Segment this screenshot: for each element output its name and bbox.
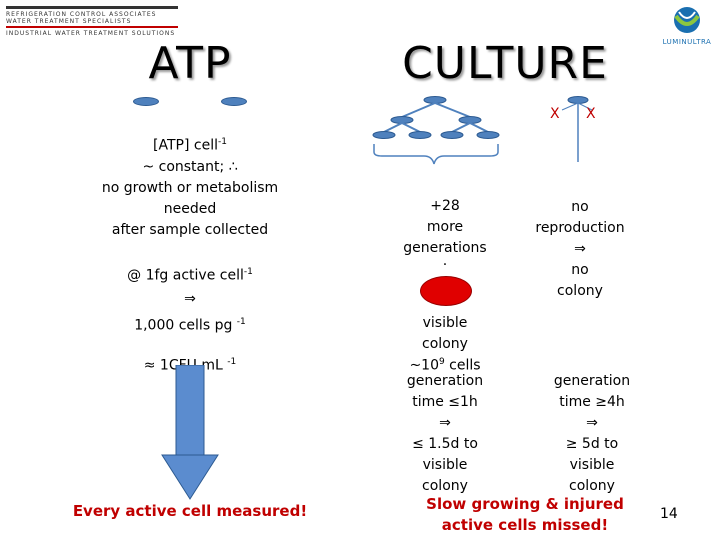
org-line3: INDUSTRIAL WATER TREATMENT SOLUTIONS xyxy=(6,30,176,37)
tree-bracket xyxy=(373,144,499,165)
colony-cells: ~109 cells xyxy=(409,357,481,374)
slow-days: ≥ 5d to xyxy=(565,436,619,452)
colony-description: visible colony ~109 cells xyxy=(385,313,505,373)
atp-cell-2 xyxy=(221,97,247,106)
fast-arrow: ⇒ xyxy=(439,415,451,431)
generations-count: +28 xyxy=(430,198,460,214)
colony-word: colony xyxy=(422,336,468,352)
atp-cells-per-pg: 1,000 cells pg -1 xyxy=(134,316,246,334)
atp-after-sample: after sample collected xyxy=(111,221,269,238)
atp-per-cell: [ATP] cell-1 xyxy=(153,137,227,154)
logo-text: LUMINULTRA xyxy=(662,38,712,46)
atp-constant: ~ constant; ∴ xyxy=(142,158,238,175)
culture-footer-line1: Slow growing & injured xyxy=(426,495,624,513)
atp-arrow: ⇒ xyxy=(184,290,196,307)
tree-root-cell xyxy=(423,96,447,104)
no-label: no xyxy=(571,199,589,215)
generations-more: more xyxy=(426,219,464,235)
atp-fg-per-cell: @ 1fg active cell-1 xyxy=(127,267,253,284)
culture-tree-diagram xyxy=(372,96,593,165)
no-label-2: no xyxy=(571,262,589,278)
slow-generation: generation xyxy=(553,373,631,389)
tree-gen3-3 xyxy=(440,131,464,139)
atp-conversion-block: @ 1fg active cell-1 ⇒ 1,000 cells pg -1 … xyxy=(60,262,320,377)
fast-colony: colony xyxy=(422,478,468,494)
org-line1: REFRIGERATION CONTROL ASSOCIATES xyxy=(6,11,157,18)
fast-visible: visible xyxy=(422,457,468,473)
luminultra-mark-icon xyxy=(674,7,700,33)
x-mark-left: X xyxy=(550,106,560,122)
generations-dot: · xyxy=(442,257,448,273)
culture-mid-column: +28 more generations · xyxy=(385,196,505,273)
tree-gen2-right xyxy=(458,116,482,124)
atp-cell-1 xyxy=(133,97,159,106)
culture-right-column: no reproduction ⇒ no colony xyxy=(520,197,640,302)
atp-text-block: [ATP] cell-1 ~ constant; ∴ no growth or … xyxy=(60,132,320,241)
tree-injured-cell xyxy=(567,96,589,104)
fast-generation: generation xyxy=(406,373,484,389)
colony-blob xyxy=(420,276,472,306)
rca-logo: REFRIGERATION CONTROL ASSOCIATES WATER T… xyxy=(6,6,178,37)
slow-arrow: ⇒ xyxy=(586,415,598,431)
tree-gen3-1 xyxy=(372,131,396,139)
no-arrow: ⇒ xyxy=(574,241,586,257)
atp-needed: needed xyxy=(163,200,217,217)
culture-footer-line2: active cells missed! xyxy=(441,516,609,534)
no-reproduction: reproduction xyxy=(535,220,625,236)
tree-gen3-2 xyxy=(408,131,432,139)
colony-visible: visible xyxy=(422,315,468,331)
slow-visible: visible xyxy=(569,457,615,473)
no-colony: colony xyxy=(557,283,603,299)
slow-generation-block: generation time ≥4h ⇒ ≥ 5d to visible co… xyxy=(532,371,652,497)
generations-label: generations xyxy=(403,240,487,256)
tree-gen3-4 xyxy=(476,131,500,139)
slow-time: time ≥4h xyxy=(559,394,625,410)
culture-title: CULTURE xyxy=(402,38,608,89)
org-line2: WATER TREATMENT SPECIALISTS xyxy=(6,18,132,25)
fast-generation-block: generation time ≤1h ⇒ ≤ 1.5d to visible … xyxy=(385,371,505,497)
page-number: 14 xyxy=(660,506,678,522)
tree-gen2-left xyxy=(390,116,414,124)
atp-footer: Every active cell measured! xyxy=(72,502,308,520)
atp-title: ATP xyxy=(148,38,232,89)
culture-footer: Slow growing & injured active cells miss… xyxy=(400,494,650,536)
fast-days: ≤ 1.5d to xyxy=(412,436,478,452)
down-arrow-icon xyxy=(161,365,219,500)
x-mark-right: X xyxy=(586,106,596,122)
atp-no-growth: no growth or metabolism xyxy=(101,179,279,196)
slow-colony: colony xyxy=(569,478,615,494)
luminultra-logo: LUMINULTRA xyxy=(658,6,716,46)
fast-time: time ≤1h xyxy=(412,394,478,410)
